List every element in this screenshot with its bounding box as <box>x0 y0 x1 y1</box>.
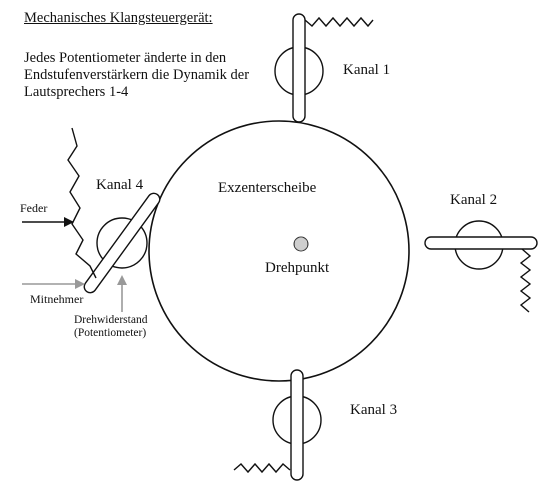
channel-1-potentiometer <box>274 13 374 123</box>
label-pivot: Drehpunkt <box>265 260 330 276</box>
label-potentiometer-1: Drehwiderstand <box>74 314 148 326</box>
pivot-point <box>293 236 309 252</box>
label-driver: Mitnehmer <box>30 292 84 306</box>
label-potentiometer-2: (Potentiometer) <box>74 327 147 339</box>
eccentric-disc <box>148 120 410 382</box>
channel-3-spring <box>233 462 291 474</box>
label-spring: Feder <box>20 201 48 215</box>
channel-4-spring <box>67 127 97 279</box>
spring-arrow <box>22 217 74 227</box>
channel-3-potentiometer <box>233 369 322 481</box>
label-channel-3: Kanal 3 <box>350 402 398 418</box>
channel-2-potentiometer <box>424 220 538 313</box>
diagram-title: Mechanisches Klangsteuergerät: <box>24 10 213 26</box>
label-channel-1: Kanal 1 <box>343 62 391 78</box>
label-disc: Exzenterscheibe <box>218 180 317 196</box>
channel-4-potentiometer <box>67 127 161 294</box>
potentiometer-arrow <box>117 275 127 312</box>
diagram-description: Jedes Potentiometer änderte in den Endst… <box>24 50 250 100</box>
label-channel-4: Kanal 4 <box>96 177 144 193</box>
label-channel-2: Kanal 2 <box>450 192 498 208</box>
channel-2-spring <box>519 248 532 313</box>
channel-1-spring <box>304 16 374 28</box>
driver-arrow <box>22 279 85 289</box>
